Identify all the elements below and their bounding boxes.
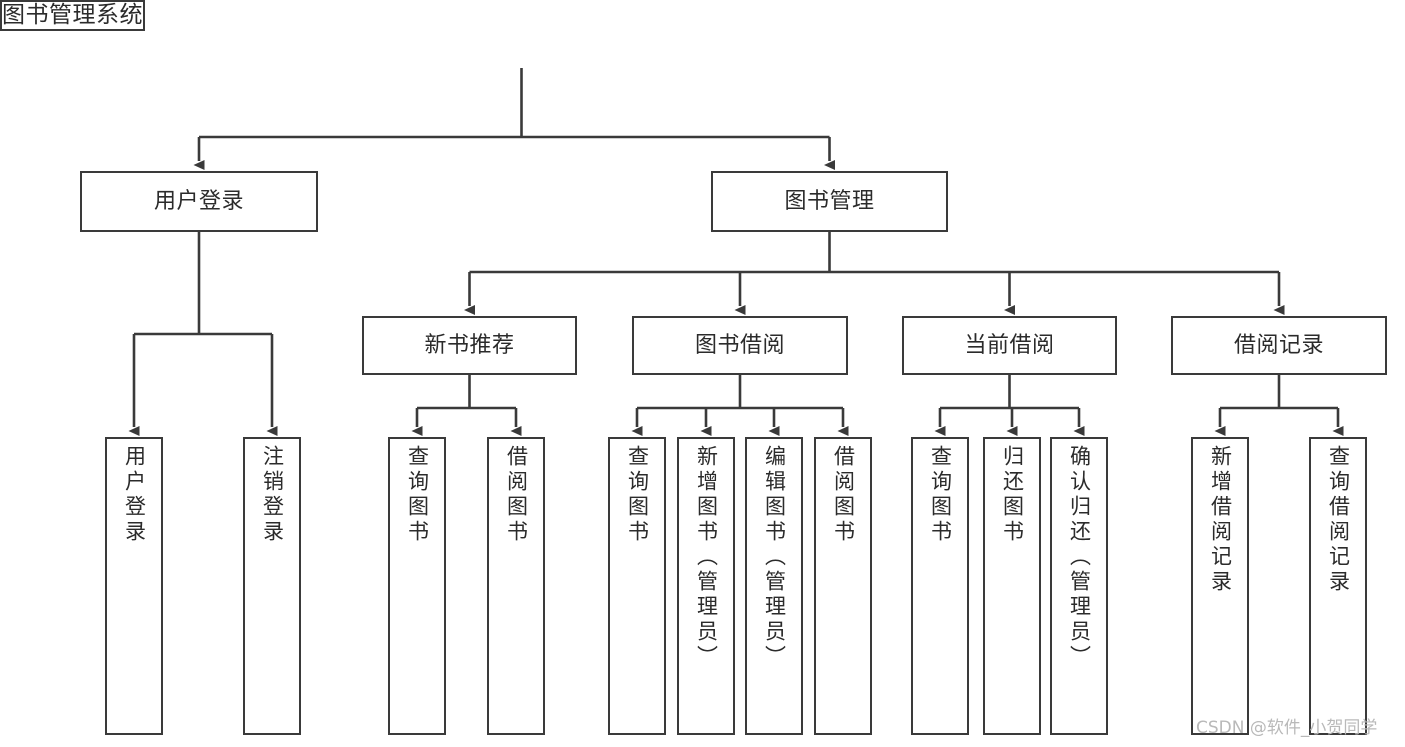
node-book-borrow[interactable]: 图书借阅 xyxy=(632,316,848,375)
node-root-label: 图书管理系统 xyxy=(2,2,143,28)
node-leaf-query-borrow-record-label: 查询借阅记录 xyxy=(1326,445,1351,595)
node-leaf-query-book-rec[interactable]: 查询图书 xyxy=(388,437,446,735)
node-leaf-edit-book-admin[interactable]: 编辑图书（管理员） xyxy=(745,437,803,735)
node-leaf-borrow-book-label: 借阅图书 xyxy=(831,445,856,545)
node-leaf-borrow-book-rec[interactable]: 借阅图书 xyxy=(487,437,545,735)
node-leaf-add-book-admin-label: 新增图书（管理员） xyxy=(694,445,719,670)
node-leaf-borrow-book-rec-label: 借阅图书 xyxy=(504,445,529,545)
node-borrow-record-label: 借阅记录 xyxy=(1233,332,1324,358)
node-user-login-label: 用户登录 xyxy=(153,188,244,214)
node-leaf-query-book-cur[interactable]: 查询图书 xyxy=(911,437,969,735)
node-current-borrow-label: 当前借阅 xyxy=(964,332,1055,358)
node-leaf-user-login-label: 用户登录 xyxy=(122,445,147,545)
node-leaf-add-borrow-record[interactable]: 新增借阅记录 xyxy=(1191,437,1249,735)
node-current-borrow[interactable]: 当前借阅 xyxy=(902,316,1117,375)
node-leaf-query-book-borrow-label: 查询图书 xyxy=(625,445,650,545)
node-leaf-add-borrow-record-label: 新增借阅记录 xyxy=(1208,445,1233,595)
watermark: CSDN @软件_小贺同学 xyxy=(1196,718,1378,738)
node-leaf-logout-label: 注销登录 xyxy=(260,445,285,545)
node-leaf-query-borrow-record[interactable]: 查询借阅记录 xyxy=(1309,437,1367,735)
node-leaf-return-book[interactable]: 归还图书 xyxy=(983,437,1041,735)
node-leaf-borrow-book[interactable]: 借阅图书 xyxy=(814,437,872,735)
node-borrow-record[interactable]: 借阅记录 xyxy=(1171,316,1387,375)
node-leaf-confirm-return-admin[interactable]: 确认归还（管理员） xyxy=(1050,437,1108,735)
node-root[interactable]: 图书管理系统 xyxy=(0,0,145,32)
node-user-login[interactable]: 用户登录 xyxy=(80,171,318,232)
node-leaf-logout[interactable]: 注销登录 xyxy=(243,437,301,735)
node-leaf-edit-book-admin-label: 编辑图书（管理员） xyxy=(762,445,787,670)
node-leaf-user-login[interactable]: 用户登录 xyxy=(105,437,163,735)
node-leaf-return-book-label: 归还图书 xyxy=(1000,445,1025,545)
node-leaf-confirm-return-admin-label: 确认归还（管理员） xyxy=(1067,445,1092,670)
node-new-book-recommend[interactable]: 新书推荐 xyxy=(362,316,577,375)
node-book-management-label: 图书管理 xyxy=(784,188,875,214)
node-leaf-add-book-admin[interactable]: 新增图书（管理员） xyxy=(677,437,735,735)
node-book-borrow-label: 图书借阅 xyxy=(694,332,785,358)
node-book-management[interactable]: 图书管理 xyxy=(711,171,948,232)
node-leaf-query-book-cur-label: 查询图书 xyxy=(928,445,953,545)
node-new-book-recommend-label: 新书推荐 xyxy=(424,332,515,358)
node-leaf-query-book-rec-label: 查询图书 xyxy=(405,445,430,545)
node-leaf-query-book-borrow[interactable]: 查询图书 xyxy=(608,437,666,735)
